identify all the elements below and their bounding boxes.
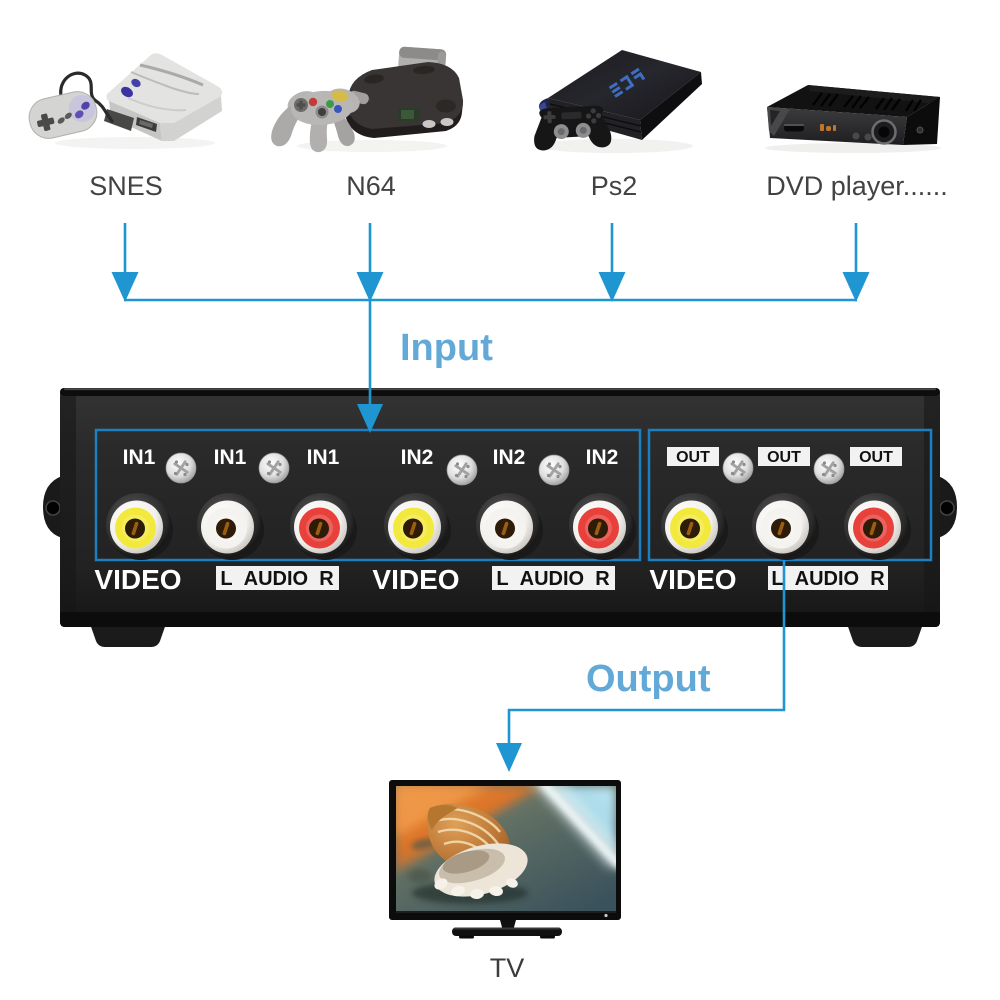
svg-text:IN2: IN2 xyxy=(493,446,526,469)
svg-text:SNES: SNES xyxy=(89,171,163,201)
svg-text:IN2: IN2 xyxy=(401,446,434,469)
svg-text:OUT: OUT xyxy=(767,449,801,466)
svg-text:IN1: IN1 xyxy=(123,446,156,469)
svg-text:IN2: IN2 xyxy=(586,446,619,469)
svg-text:N64: N64 xyxy=(346,171,396,201)
svg-text:Ps2: Ps2 xyxy=(591,171,638,201)
svg-text:VIDEO: VIDEO xyxy=(94,564,181,595)
svg-text:VIDEO: VIDEO xyxy=(649,564,736,595)
svg-text:L AUDIO R: L AUDIO R xyxy=(771,568,885,590)
svg-text:L AUDIO R: L AUDIO R xyxy=(496,568,610,590)
svg-text:Output: Output xyxy=(586,658,711,700)
svg-text:Input: Input xyxy=(400,327,493,369)
svg-text:OUT: OUT xyxy=(676,449,710,466)
svg-text:IN1: IN1 xyxy=(307,446,340,469)
svg-text:IN1: IN1 xyxy=(214,446,247,469)
svg-text:OUT: OUT xyxy=(859,449,893,466)
svg-text:DVD player......: DVD player...... xyxy=(766,171,948,201)
svg-text:TV: TV xyxy=(490,953,525,983)
svg-text:VIDEO: VIDEO xyxy=(372,564,459,595)
svg-text:L AUDIO R: L AUDIO R xyxy=(220,568,334,590)
